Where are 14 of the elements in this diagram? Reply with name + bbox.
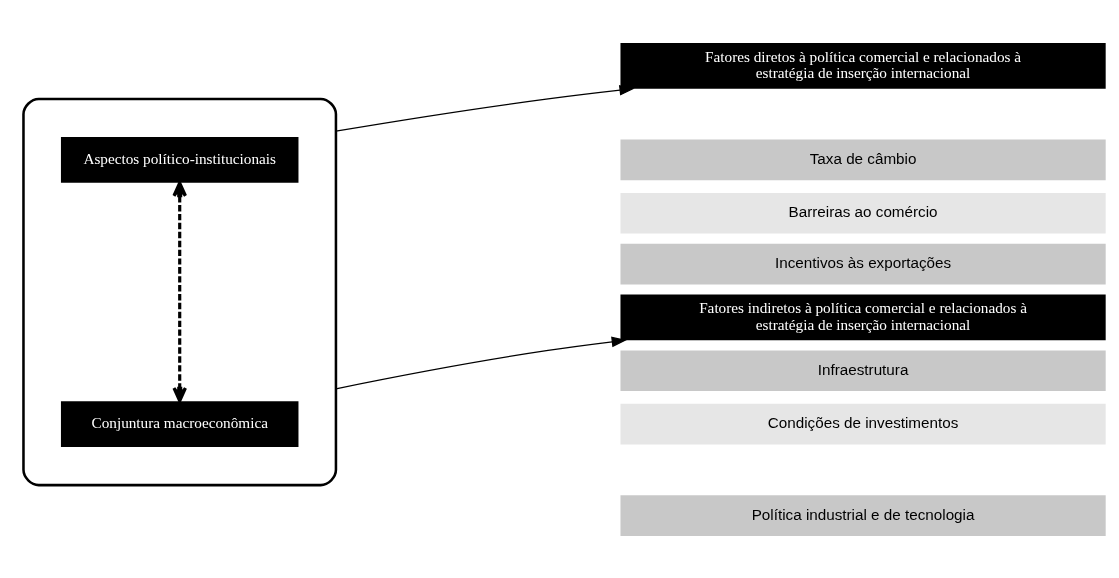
- node-box: Fatores diretos à política comercial e relacionados à estratégia de inserção internacional: [620, 42, 1106, 89]
- node-box: Taxa de câmbio: [620, 139, 1106, 180]
- arrow: [335, 84, 635, 132]
- node-box: Fatores indiretos à política comercial e relacionados à estratégia de inserção internacional: [620, 294, 1106, 340]
- node-box: Condições de investimentos: [620, 403, 1106, 444]
- node-box: Conjuntura macroeconômica: [60, 400, 299, 447]
- arrow: [335, 336, 627, 389]
- cluster: [22, 97, 338, 486]
- node-box: Aspectos político-institucionais: [60, 136, 299, 183]
- node-box: Política industrial e de tecnologia: [620, 494, 1106, 536]
- node-box: Infraestrutura: [620, 349, 1106, 391]
- node-box: Incentivos às exportações: [620, 243, 1106, 284]
- node-box: Barreiras ao comércio: [620, 192, 1106, 234]
- arrow: [172, 180, 187, 402]
